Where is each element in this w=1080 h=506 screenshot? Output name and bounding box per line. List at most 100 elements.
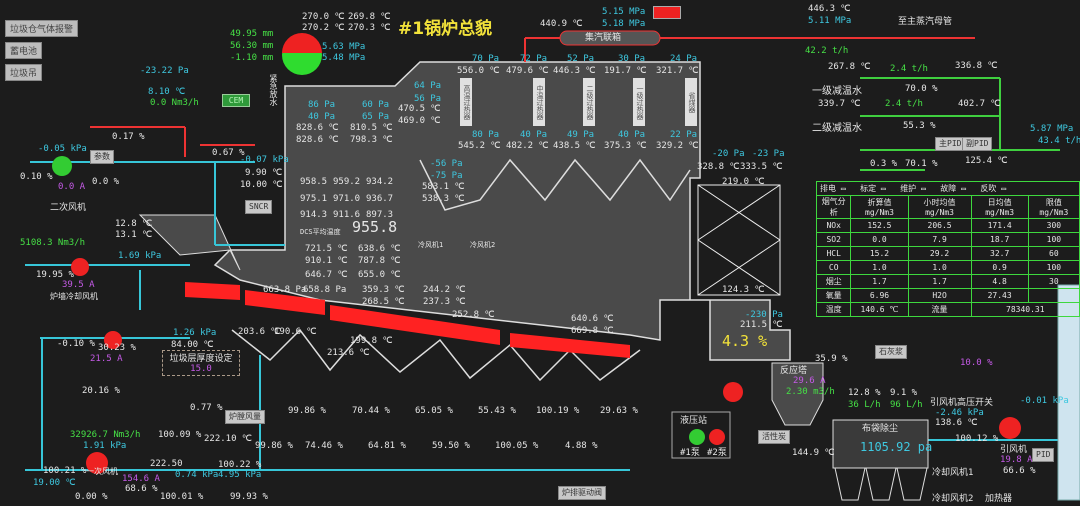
primary-fan-label: 一次风机 [86, 467, 118, 476]
reading: 810.5 ℃ [350, 123, 393, 133]
reading: 828.6 ℃ [296, 135, 339, 145]
reading: 219.0 ℃ [722, 177, 765, 187]
reading: 86 Pa [308, 100, 336, 110]
reading: 66.6 % [1003, 466, 1036, 476]
param-button[interactable]: 参数 [90, 150, 114, 164]
lime-slurry-button[interactable]: 石灰浆 [875, 345, 907, 359]
reading: 10.00 ℃ [240, 180, 283, 190]
furnace-temp: 897.3 [366, 210, 394, 220]
reading: 124.3 ℃ [722, 285, 765, 295]
cell: 0.0 [850, 232, 909, 247]
oxygen-percent: 4.3 % [722, 332, 768, 350]
cell: 0.9 [970, 260, 1029, 275]
reading: 787.8 ℃ [358, 256, 401, 266]
nav-battery[interactable]: 蓄电池 [5, 42, 43, 59]
cell: 60 [1027, 246, 1080, 261]
reading: 556.0 ℃ [457, 66, 500, 76]
drum-level: -1.10 mm [230, 53, 274, 63]
reading: -56 Pa [430, 159, 463, 169]
reading: -20 Pa [712, 149, 745, 159]
cem-button[interactable]: CEM [222, 94, 250, 107]
reading: 8.10 ℃ [148, 87, 186, 97]
stage1-label: 一级减温水 [812, 86, 862, 97]
cell: 1.7 [850, 274, 909, 289]
reading: 0.77 % [190, 403, 223, 413]
reading: 20.16 % [82, 386, 120, 396]
reading: 446.3 ℃ [553, 66, 596, 76]
reading: 470.5 ℃ [398, 104, 441, 114]
drum-level: 49.95 mm [230, 29, 274, 39]
reading: 2.4 t/h [890, 64, 928, 74]
reactor-label: 反应塔 [780, 366, 808, 376]
valve-opening: 0.67 % [212, 148, 245, 158]
damper-opening: 4.88 % [565, 441, 598, 451]
reading: 638.6 ℃ [358, 244, 401, 254]
reading: 49 Pa [567, 130, 595, 140]
cell: H2O [907, 288, 972, 303]
id-fan-label: 引风机 [1000, 445, 1028, 455]
damper-opening: 100.19 % [536, 406, 580, 416]
cell: 流量 [907, 302, 972, 317]
pid-button[interactable]: PID [1032, 448, 1055, 462]
fan-icons [52, 156, 1021, 474]
setpoint-label: 垃圾层厚度设定 [169, 354, 233, 364]
superheater-panel[interactable]: 二级过热器 [583, 78, 595, 126]
furnace-air-volume-button[interactable]: 炉膛风量 [225, 410, 265, 424]
page-title: #1锅炉总貌 [398, 19, 493, 39]
cell: 29.2 [907, 246, 972, 261]
reading: 222.10 ℃ [204, 434, 253, 444]
status-label: 反吹 [980, 184, 997, 193]
reading: 469.0 ℃ [398, 116, 441, 126]
cell: NOx [815, 218, 852, 233]
reading: 39.5 A [62, 280, 95, 290]
superheater-panel[interactable]: 省煤器 [685, 78, 697, 126]
cell: 32.7 [970, 246, 1029, 261]
superheater-panel[interactable]: 一级过热器 [633, 78, 645, 126]
superheater-panel[interactable]: 高温过热器 [460, 78, 472, 126]
reading: 70.0 % [905, 84, 938, 94]
damper-opening: 55.43 % [478, 406, 516, 416]
reading: 828.6 ℃ [296, 123, 339, 133]
reading: 24 Pa [670, 54, 698, 64]
stage2-label: 二级减温水 [812, 123, 862, 134]
reading: 721.5 ℃ [305, 244, 348, 254]
reading: 21.5 A [90, 354, 123, 364]
cell: 温度 [815, 302, 852, 317]
cell: 152.5 [850, 218, 909, 233]
reading: 55.3 % [903, 121, 936, 131]
baghouse-label: 布袋除尘 [862, 424, 899, 434]
activated-carbon-button[interactable]: 活性炭 [758, 430, 790, 444]
reading: 190.6 ℃ [274, 327, 317, 337]
reading: 2.30 m3/h [786, 387, 835, 397]
alarm-indicator[interactable] [653, 6, 681, 19]
cell: 氧量 [815, 288, 852, 303]
nav-grab-crane[interactable]: 垃圾吊 [5, 64, 43, 81]
reading: 100.21 % [43, 466, 87, 476]
reading: 9.90 ℃ [245, 168, 283, 178]
header-cell: 日均值 mg/Nm3 [970, 195, 1029, 219]
reading: 321.7 ℃ [656, 66, 699, 76]
sncr-button[interactable]: SNCR [245, 200, 273, 214]
cell: 78340.31 [970, 302, 1080, 317]
reading: 10.0 % [960, 358, 993, 368]
reading: 646.7 ℃ [305, 270, 348, 280]
reading: 267.8 ℃ [828, 62, 871, 72]
waste-layer-setpoint[interactable]: 垃圾层厚度设定 15.0 [162, 350, 240, 376]
cell: 206.5 [907, 218, 972, 233]
reading: 333.5 ℃ [740, 162, 783, 172]
main-pid-button[interactable]: 主PID [935, 137, 966, 151]
reading: 199.8 ℃ [350, 336, 393, 346]
reading: 40 Pa [520, 130, 548, 140]
damper-opening: 100.05 % [495, 441, 539, 451]
damper-opening: 99.86 % [255, 441, 293, 451]
sub-pid-button[interactable]: 副PID [962, 137, 993, 151]
cell: 140.6 ℃ [850, 302, 909, 317]
steam-header-label: 集汽联箱 [585, 33, 622, 43]
reading: 40 Pa [308, 112, 336, 122]
superheater-panel[interactable]: 中温过热器 [533, 78, 545, 126]
damper-opening: 59.50 % [432, 441, 470, 451]
nav-gas-alarm[interactable]: 垃圾仓气体报警 [5, 20, 79, 37]
reading: 252.8 ℃ [452, 310, 495, 320]
grate-drive-valve-button[interactable]: 炉排驱动阀 [558, 486, 606, 500]
